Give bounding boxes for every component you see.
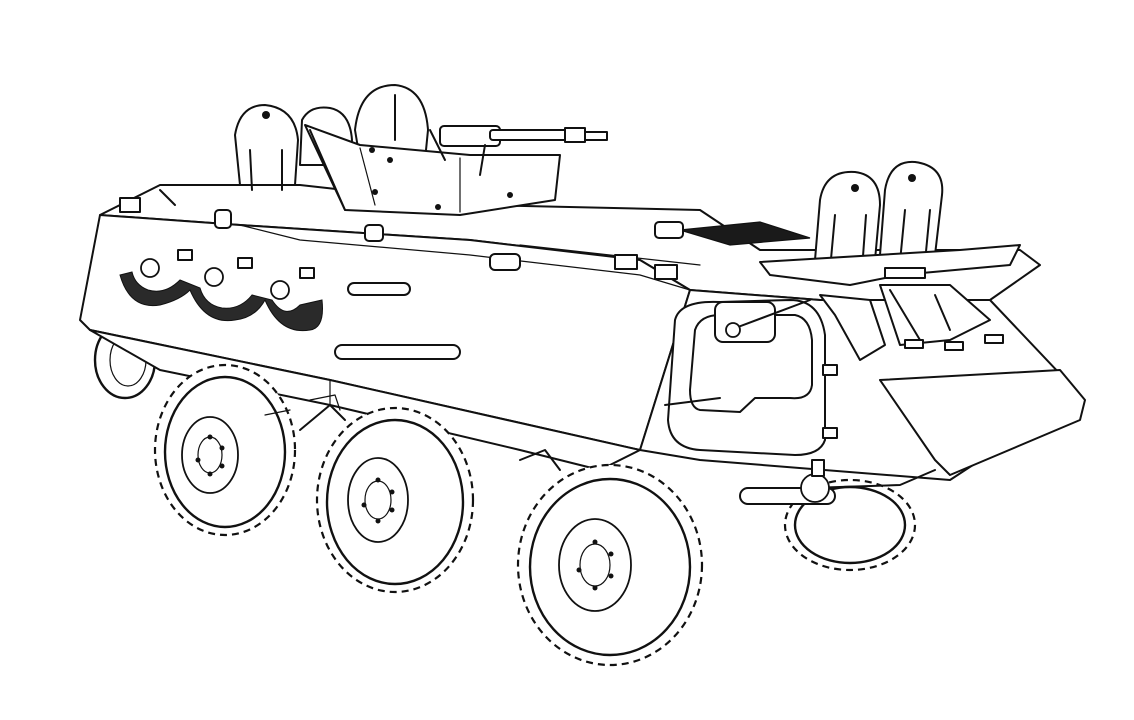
middle-wheel [315,406,475,594]
front-hatch-seats [759,160,1021,286]
windshield [819,284,1004,361]
front-wheel [516,463,704,667]
deck-fittings [119,189,678,280]
side-handles [177,249,461,360]
rear-wheel [153,363,297,537]
suspension [264,394,561,471]
side-door [664,299,838,456]
gun-turret [304,84,608,216]
camouflage-net [119,258,323,332]
engine-grille [654,221,811,246]
